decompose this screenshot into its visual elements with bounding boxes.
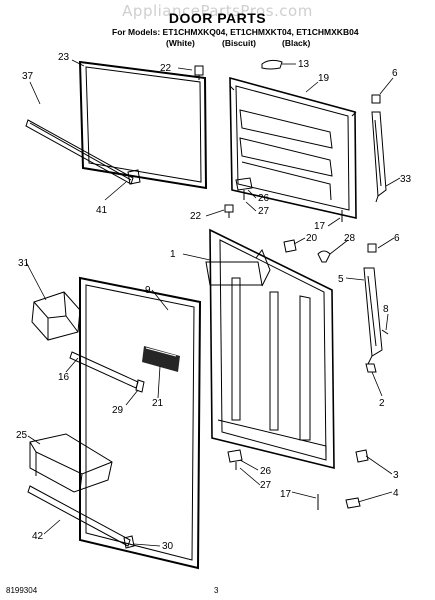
callout-1: 1 [170, 249, 176, 260]
handle-cap-28 [317, 250, 331, 263]
callout-2: 2 [379, 398, 385, 409]
upper-hinge-screw [194, 65, 204, 80]
callout-5: 5 [338, 274, 344, 285]
callout-31: 31 [18, 258, 30, 269]
upper-door-gasket [78, 60, 208, 190]
lower-door-hinge-bracket [363, 267, 383, 365]
callout-25: 25 [16, 430, 28, 441]
lower-hinge-screw-22 [224, 204, 234, 218]
callout-4: 4 [393, 488, 399, 499]
variant-white: (White) [166, 38, 195, 48]
lower-breaker-strip [27, 485, 131, 547]
callout-6-upper: 6 [392, 68, 398, 79]
watermark: AppliancePartsPros.com [122, 2, 313, 20]
callout-27-lower: 27 [260, 480, 272, 491]
strip-clip [127, 169, 141, 185]
upper-hinge-screw-6 [371, 94, 381, 104]
callout-3: 3 [393, 470, 399, 481]
part-4 [345, 497, 361, 509]
hinge-pin-2 [365, 363, 377, 373]
callout-42: 42 [32, 531, 44, 542]
callout-37: 37 [22, 71, 34, 82]
page-number: 3 [214, 586, 219, 595]
lower-hinge-screw-6 [367, 243, 377, 253]
upper-door-stop [235, 177, 253, 191]
page-title: DOOR PARTS [168, 10, 267, 26]
callout-21: 21 [152, 398, 164, 409]
lower-door-stop [227, 449, 243, 463]
callout-6-lower: 6 [394, 233, 400, 244]
leader-lines [25, 59, 401, 547]
callout-8: 8 [383, 304, 389, 315]
callout-22-upper: 22 [160, 63, 172, 74]
nameplate-21 [142, 346, 180, 372]
cap-20 [283, 239, 297, 253]
lower-door-liner [205, 228, 335, 470]
lower-door-gasket [79, 276, 202, 570]
bracket-screw-8 [381, 329, 389, 335]
variant-biscuit: (Biscuit) [222, 38, 256, 48]
callout-19: 19 [318, 73, 330, 84]
callout-17-upper: 17 [314, 221, 326, 232]
callout-22-lower: 22 [190, 211, 202, 222]
shelf-clip-29 [135, 379, 145, 393]
lower-strip-clip-30 [123, 535, 135, 549]
upper-door-liner [229, 76, 357, 220]
part-3 [355, 449, 369, 463]
callout-26-lower: 26 [260, 466, 272, 477]
callout-29: 29 [112, 405, 124, 416]
document-code: 8199304 [6, 586, 38, 595]
callout-33: 33 [400, 174, 412, 185]
callout-16: 16 [58, 372, 70, 383]
callout-9: 9 [145, 285, 151, 296]
callout-27-upper: 27 [258, 206, 270, 217]
callout-26-upper: 26 [258, 193, 270, 204]
upper-door-hinge-bracket [371, 111, 387, 203]
callout-20: 20 [306, 233, 318, 244]
callout-41: 41 [96, 205, 108, 216]
dairy-door-31 [31, 291, 81, 341]
callout-30: 30 [162, 541, 174, 552]
hinge-cap [261, 59, 283, 70]
callout-13: 13 [298, 59, 310, 70]
callout-23: 23 [58, 52, 70, 63]
models-line: For Models: ET1CHMXKQ04, ET1CHMXKT04, ET… [112, 27, 359, 37]
callout-28: 28 [344, 233, 356, 244]
callout-17-lower: 17 [280, 489, 292, 500]
door-shelf-25 [29, 433, 113, 493]
variant-black: (Black) [282, 38, 311, 48]
